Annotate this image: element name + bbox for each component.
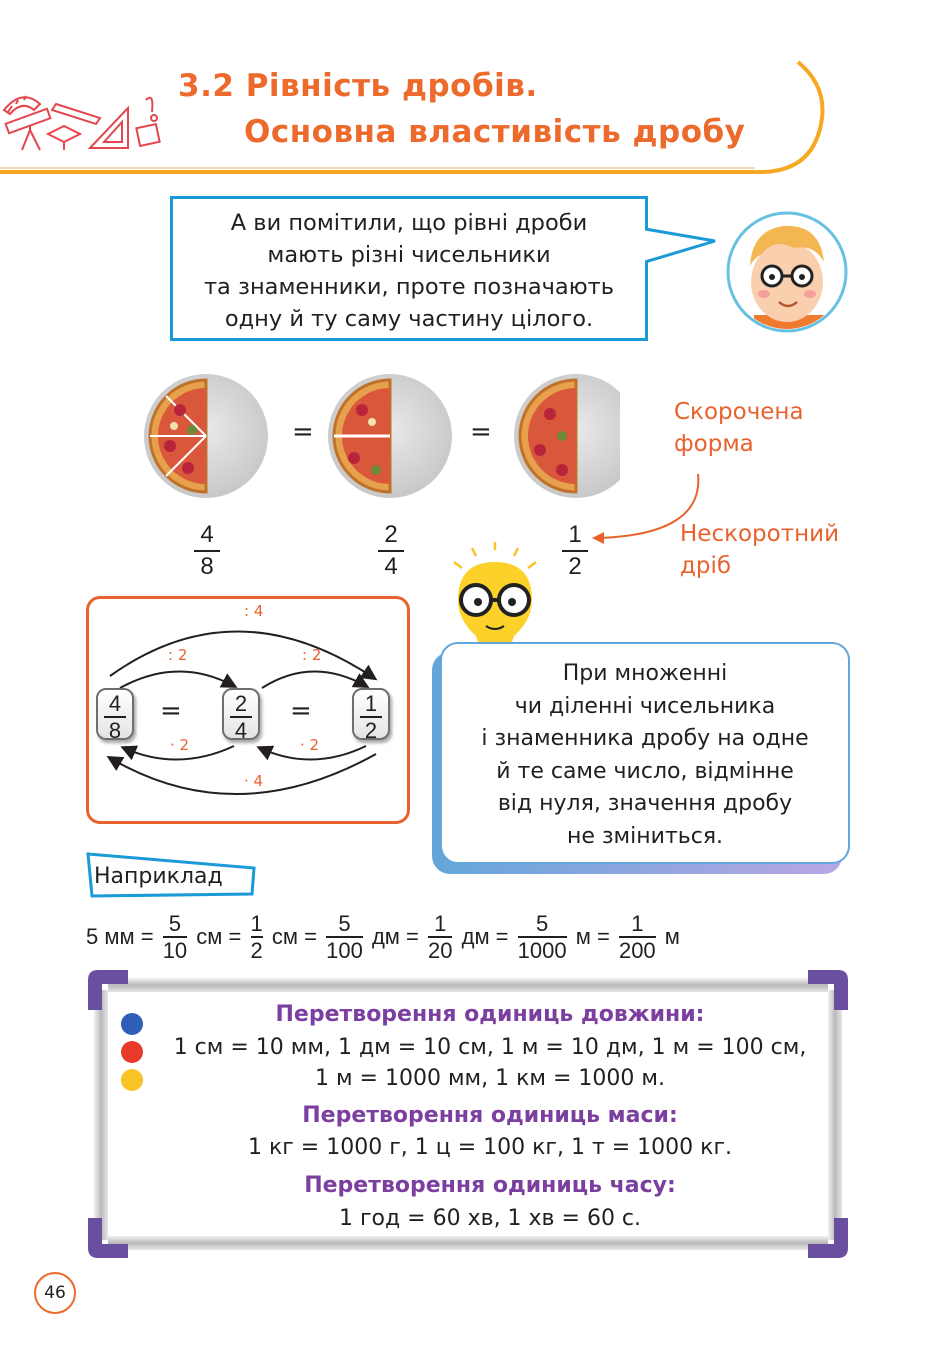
- diagram-equals-1: =: [160, 696, 182, 726]
- yellow-magnet-icon: [121, 1069, 143, 1091]
- op-multiply-2-left: · 2: [170, 736, 190, 754]
- rule-line: При множенні: [562, 661, 728, 686]
- rule-box: При множенні чи діленні чисельника і зна…: [440, 642, 850, 864]
- mass-conversion-title: Перетворення одиниць маси:: [302, 1103, 678, 1128]
- pizza-four-eighths: [144, 374, 268, 498]
- speech-line: одну й ту саму частину цілого.: [224, 306, 594, 332]
- example-unit: дм =: [371, 923, 419, 949]
- pizza-two-quarters: [328, 374, 452, 498]
- pizza-one-half: [514, 374, 620, 498]
- pizza-equals-sign-1: =: [292, 417, 314, 447]
- page-title-line1: 3.2 Рівність дробів.: [178, 68, 538, 104]
- time-conversion-line: 1 год = 60 хв, 1 хв = 60 с.: [338, 1206, 642, 1231]
- diagram-equals-2: =: [290, 696, 312, 726]
- page-title-line2: Основна властивість дробу: [244, 114, 746, 150]
- page-number: 46: [34, 1272, 76, 1314]
- speech-line: та знаменники, проте позначають: [203, 274, 615, 300]
- speech-bubble: А ви помітили, що рівні дроби мають різн…: [170, 196, 648, 341]
- speech-line: А ви помітили, що рівні дроби: [230, 210, 588, 236]
- example-unit: м: [664, 923, 680, 949]
- rule-line: не зміниться.: [566, 823, 724, 849]
- example-unit: м =: [575, 923, 610, 949]
- op-multiply-2-right: · 2: [300, 736, 320, 754]
- example-unit: см =: [196, 923, 242, 949]
- example-label-frame: [86, 852, 256, 898]
- op-divide-4: : 4: [244, 602, 264, 620]
- blue-magnet-icon: [121, 1013, 143, 1035]
- rule-line: і знаменника дробу на одне: [481, 726, 809, 751]
- length-conversion-title: Перетворення одиниць довжини:: [275, 1002, 705, 1027]
- red-magnet-icon: [121, 1041, 143, 1063]
- whiteboard-frame: [88, 970, 848, 1258]
- mass-conversion-line: 1 кг = 1000 г, 1 ц = 100 кг, 1 т = 1000 …: [247, 1135, 733, 1160]
- fraction-diagram-arrows: [106, 630, 378, 795]
- speech-bubble-tail: [645, 227, 716, 264]
- boy-avatar: [726, 211, 848, 333]
- rule-line: від нуля, значення дробу: [497, 791, 793, 816]
- example-label: Наприклад: [94, 864, 223, 889]
- example-unit: дм =: [461, 923, 509, 949]
- rule-line: й те саме число, відмінне: [496, 758, 794, 784]
- note-arrow: [592, 473, 700, 544]
- example-start: 5 мм =: [86, 923, 154, 949]
- pizza-equals-sign-2: =: [470, 417, 492, 447]
- length-conversion-line1: 1 см = 10 мм, 1 дм = 10 см, 1 м = 10 дм,…: [173, 1035, 807, 1060]
- op-multiply-4: · 4: [244, 772, 264, 790]
- op-divide-2-right: : 2: [302, 646, 322, 664]
- time-conversion-title: Перетворення одиниць часу:: [304, 1173, 676, 1198]
- header-decoration: [0, 60, 825, 174]
- example-unit: см =: [271, 923, 317, 949]
- op-divide-2-left: : 2: [168, 646, 188, 664]
- length-conversion-line2: 1 м = 1000 мм, 1 км = 1000 м.: [314, 1066, 666, 1091]
- speech-line: мають різні чисельники: [267, 242, 551, 268]
- rule-line: чи діленні чисельника: [514, 693, 776, 719]
- school-tools-icon: [2, 95, 161, 151]
- pizza-illustrations: = =: [144, 374, 620, 498]
- fraction-diagram-box: [86, 596, 410, 824]
